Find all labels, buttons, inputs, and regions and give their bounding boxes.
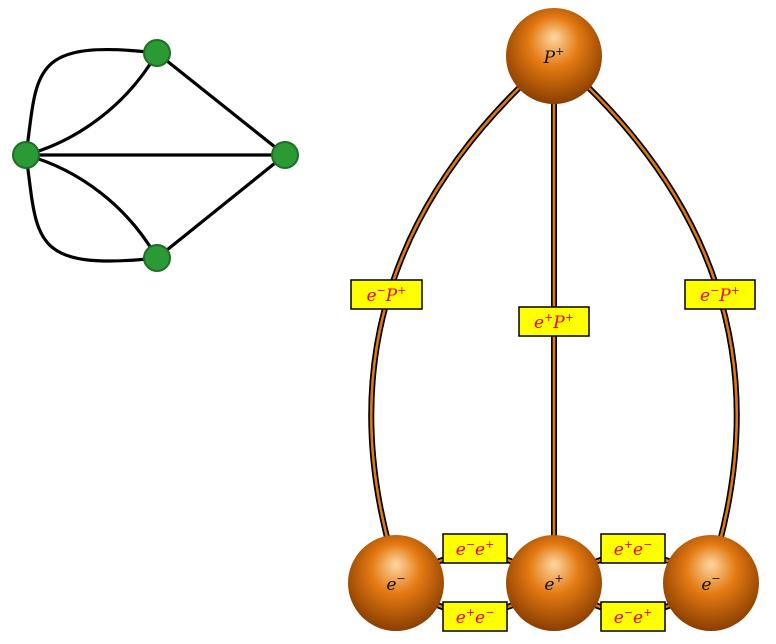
graph-edge-left-top-inner — [24, 51, 159, 157]
svg-text:e+e−: e+e− — [456, 606, 495, 628]
svg-text:e−e+: e−e+ — [614, 606, 653, 628]
svg-text:e−: e− — [701, 572, 720, 595]
svg-text:e−e+: e−e+ — [456, 538, 495, 560]
edge-label-right-arc: e−P+ — [684, 279, 756, 310]
molecule-bonds — [368, 85, 740, 616]
graph-edge-left-bottom-inner — [24, 153, 159, 260]
svg-text:e−P+: e−P+ — [367, 284, 407, 306]
edge-label-bottom-right-upper: e+e− — [600, 533, 666, 564]
graph-node-right — [271, 141, 299, 169]
molecule-spheres: P+ e− e+ e− — [348, 8, 759, 631]
edge-labels: e−P+ e+P+ e−P+ e−e+ e+e− e+e− e− — [350, 279, 756, 632]
graph-node-bottom — [143, 244, 171, 272]
svg-text:e−P+: e−P+ — [700, 284, 740, 306]
svg-text:e+e−: e+e− — [614, 538, 653, 560]
graph-edge-left-bottom-outer — [24, 153, 159, 263]
svg-text:e+P+: e+P+ — [534, 311, 574, 333]
edge-label-bottom-left-lower: e+e− — [442, 601, 508, 632]
edge-label-bottom-right-lower: e−e+ — [600, 601, 666, 632]
graph-node-top — [143, 39, 171, 67]
graph-edge-top-right — [155, 51, 287, 157]
sphere-electron-left: e− — [348, 535, 444, 631]
left-graph-nodes — [12, 39, 299, 272]
left-graph — [24, 48, 287, 263]
edge-label-left-arc: e−P+ — [350, 279, 423, 310]
bond-left-arc — [369, 87, 520, 546]
svg-text:e+: e+ — [544, 572, 563, 595]
graph-edge-left-top-outer — [24, 48, 159, 157]
edge-label-center: e+P+ — [518, 306, 590, 337]
sphere-positron-center: e+ — [506, 535, 602, 631]
graph-node-left — [12, 141, 40, 169]
svg-text:e−: e− — [386, 572, 405, 595]
sphere-electron-right: e− — [663, 535, 759, 631]
edge-label-bottom-left-upper: e−e+ — [442, 533, 508, 564]
graph-edge-bottom-right — [155, 153, 287, 260]
svg-text:P+: P+ — [543, 45, 565, 68]
sphere-proton: P+ — [506, 8, 602, 104]
bond-right-arc — [588, 87, 739, 546]
